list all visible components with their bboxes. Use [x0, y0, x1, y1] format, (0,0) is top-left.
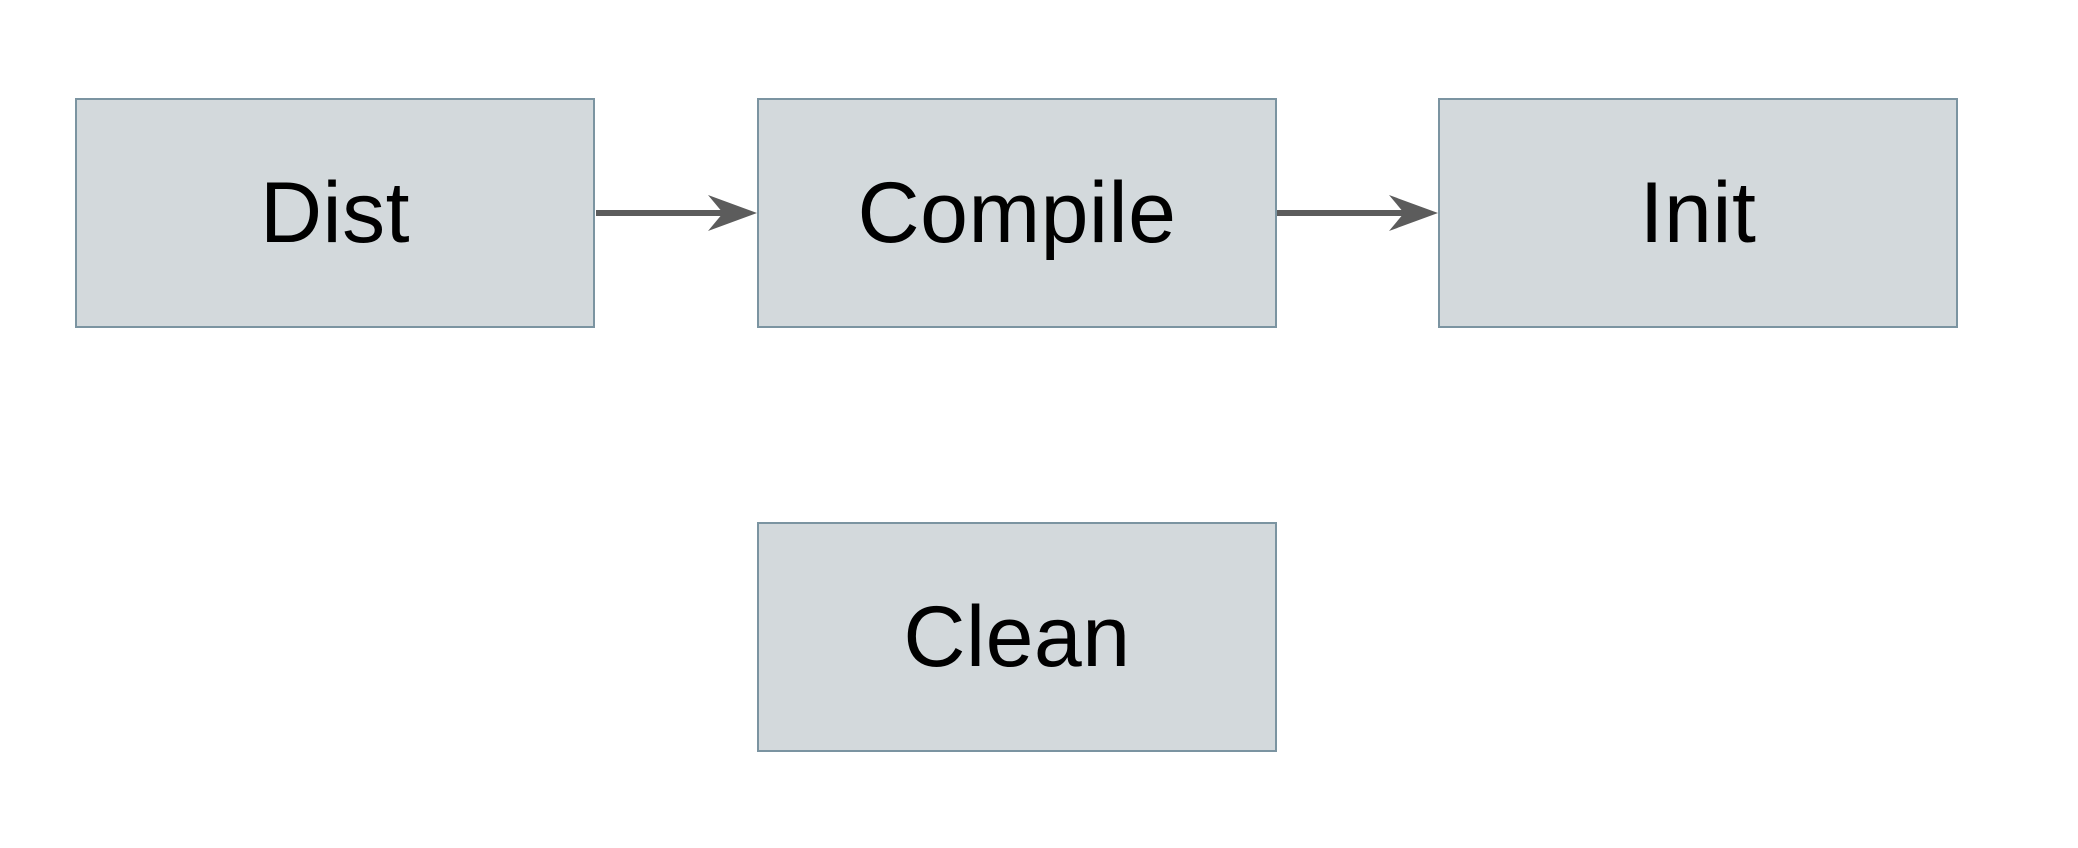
arrow-head-icon	[1389, 195, 1438, 231]
node-dist: Dist	[75, 98, 595, 328]
node-init: Init	[1438, 98, 1958, 328]
node-clean-label: Clean	[903, 588, 1131, 685]
node-clean: Clean	[757, 522, 1277, 752]
arrow-compile-to-init	[1277, 195, 1438, 231]
arrow-dist-to-compile	[596, 195, 757, 231]
node-compile: Compile	[757, 98, 1277, 328]
node-dist-label: Dist	[259, 164, 411, 261]
node-compile-label: Compile	[857, 164, 1177, 261]
node-init-label: Init	[1639, 164, 1757, 261]
arrow-head-icon	[708, 195, 757, 231]
